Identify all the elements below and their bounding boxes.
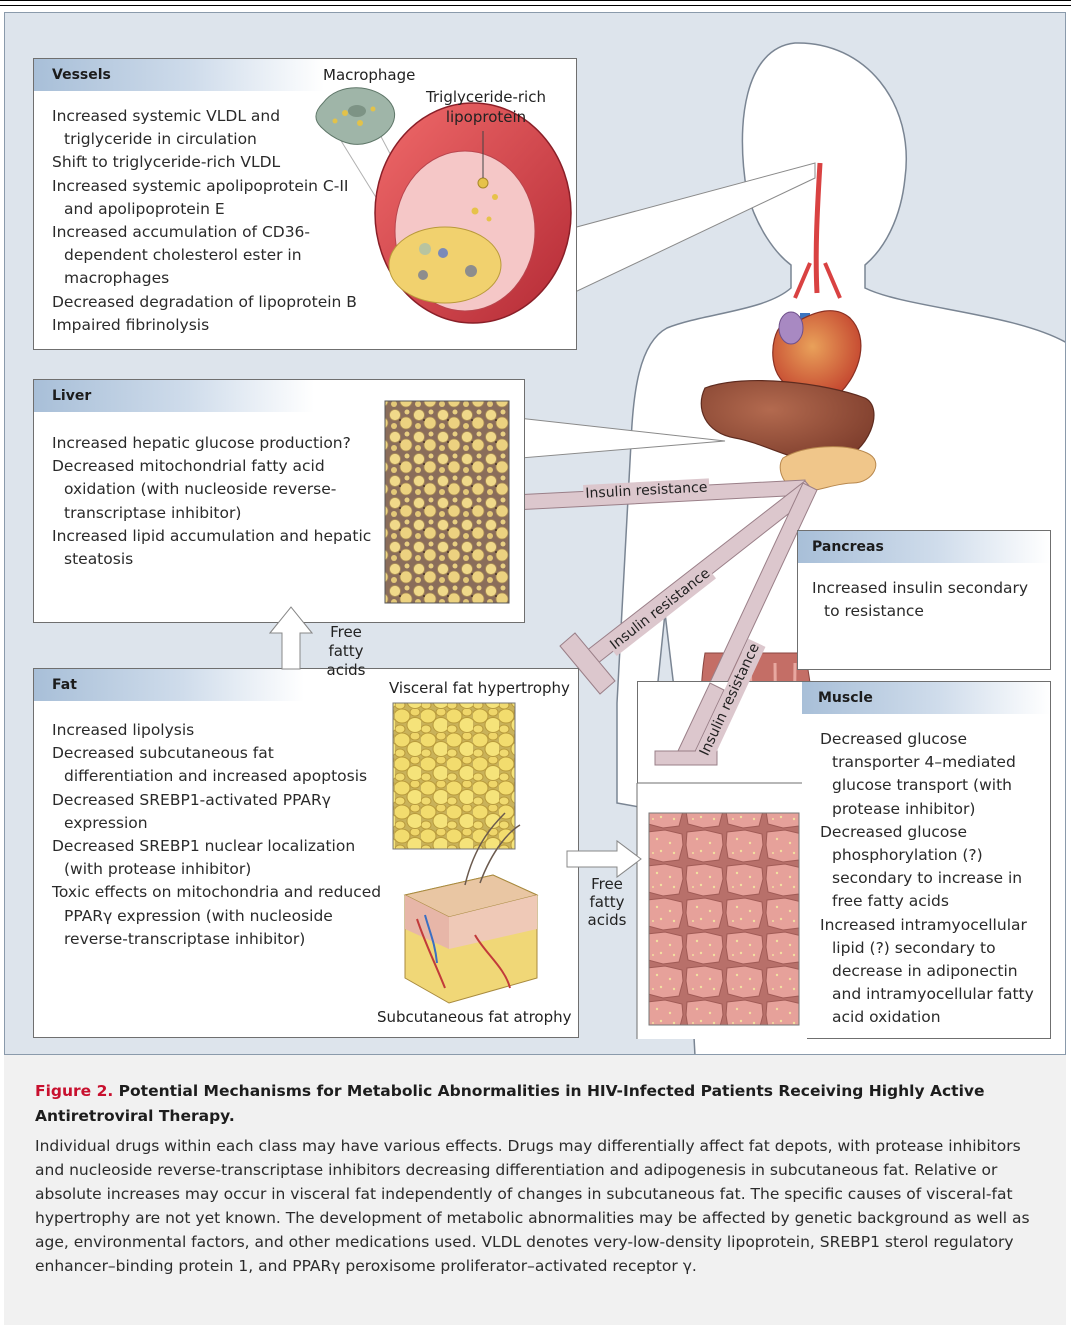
caption-title: Figure 2. Potential Mechanisms for Metab… [35, 1079, 1035, 1129]
visceral-fat-image [393, 703, 515, 849]
figure-number: Figure 2. [35, 1082, 113, 1100]
ffa-up-label: Free fatty acids [311, 623, 381, 680]
top-rule [0, 0, 1071, 6]
ffa-arrow-right-icon [567, 841, 641, 877]
visceral-fat-label: Visceral fat hypertrophy [389, 679, 570, 698]
ffa-arrow-up-icon [270, 607, 312, 669]
fat-muscle-art-overlay [5, 13, 1066, 1055]
muscle-histology-image [649, 813, 799, 1025]
figure-panel: Vessels Increased systemic VLDL and trig… [4, 12, 1066, 1055]
caption-body: Individual drugs within each class may h… [35, 1134, 1035, 1278]
caption-title-text: Potential Mechanisms for Metabolic Abnor… [35, 1082, 985, 1125]
ffa-right-label: Free fatty acids [581, 875, 633, 929]
figure-caption: Figure 2. Potential Mechanisms for Metab… [4, 1055, 1066, 1325]
subcutaneous-fat-label: Subcutaneous fat atrophy [377, 1008, 572, 1027]
